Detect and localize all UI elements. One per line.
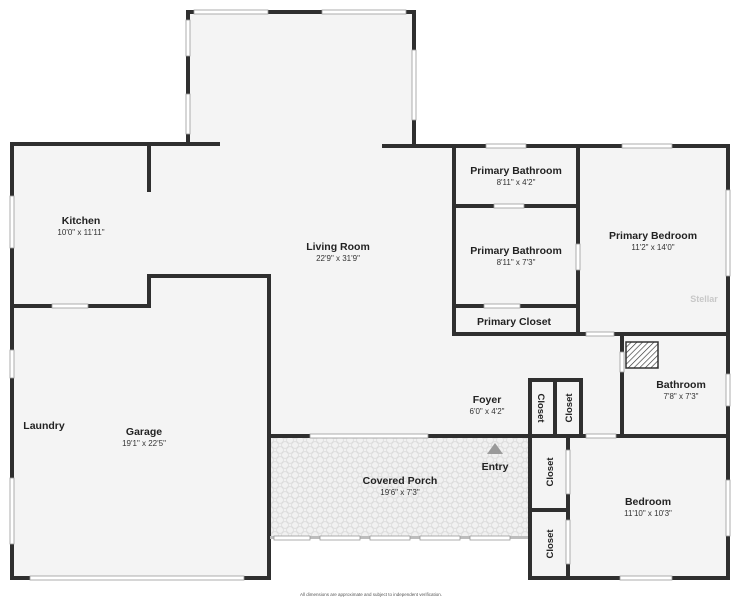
window bbox=[273, 535, 311, 541]
doorway bbox=[575, 243, 581, 271]
covered-porch-name: Covered Porch bbox=[363, 475, 438, 487]
window bbox=[725, 479, 731, 537]
dimensions-disclaimer: All dimensions are approximate and subje… bbox=[300, 592, 442, 597]
doorway bbox=[585, 331, 615, 337]
window bbox=[319, 535, 361, 541]
kitchen-name: Kitchen bbox=[62, 215, 101, 227]
kitchen-dim: 10'0" x 11'11" bbox=[57, 228, 104, 237]
window bbox=[9, 195, 15, 249]
windows bbox=[9, 9, 731, 581]
bathroom-name: Bathroom bbox=[656, 379, 706, 391]
bedroom-dim: 11'10" x 10'3" bbox=[624, 509, 672, 518]
primary-bathroom-1-name: Primary Bathroom bbox=[470, 165, 562, 177]
window bbox=[369, 535, 411, 541]
window bbox=[193, 9, 269, 15]
window bbox=[621, 143, 673, 149]
bedroom-name: Bedroom bbox=[625, 496, 671, 508]
doorway bbox=[483, 303, 521, 309]
foyer-name: Foyer bbox=[473, 394, 502, 406]
window bbox=[9, 349, 15, 379]
covered-porch-dim: 19'6" x 7'3" bbox=[380, 488, 420, 497]
bathroom-dim: 7'8" x 7'3" bbox=[664, 392, 699, 401]
primary-bathroom-1-dim: 8'11" x 4'2" bbox=[497, 178, 536, 187]
entry-arrow-icon bbox=[487, 443, 503, 454]
window bbox=[29, 575, 245, 581]
primary-bedroom-dim: 11'2" x 14'0" bbox=[631, 243, 674, 252]
foyer-dim: 6'0" x 4'2" bbox=[470, 407, 505, 416]
covered-porch-floor bbox=[270, 436, 528, 538]
window bbox=[321, 9, 407, 15]
primary-bedroom-name: Primary Bedroom bbox=[609, 230, 697, 242]
closet-foyer-left-label: Closet bbox=[535, 393, 546, 423]
watermark-logo: Stellar bbox=[690, 294, 718, 304]
closet-bedroom-bottom-label: Closet bbox=[545, 529, 556, 559]
doorway bbox=[585, 433, 617, 439]
doorway bbox=[565, 449, 571, 495]
window bbox=[185, 19, 191, 57]
doorway bbox=[565, 519, 571, 565]
doorway bbox=[493, 203, 525, 209]
window bbox=[485, 143, 527, 149]
window bbox=[185, 93, 191, 135]
living-room-name: Living Room bbox=[306, 241, 370, 253]
primary-closet-name: Primary Closet bbox=[477, 316, 552, 328]
primary-bathroom-2-name: Primary Bathroom bbox=[470, 245, 562, 257]
shower-fixture bbox=[625, 341, 659, 369]
window bbox=[469, 535, 511, 541]
closet-foyer-right-label: Closet bbox=[564, 393, 575, 423]
window bbox=[419, 535, 461, 541]
primary-bathroom-2-dim: 8'11" x 7'3" bbox=[497, 258, 536, 267]
window bbox=[725, 189, 731, 277]
laundry-name: Laundry bbox=[23, 420, 65, 432]
window bbox=[9, 477, 15, 545]
window bbox=[411, 49, 417, 121]
living-room-dim: 22'9" x 31'9" bbox=[316, 254, 360, 263]
floor-areas bbox=[12, 12, 728, 578]
garage-name: Garage bbox=[126, 426, 162, 438]
window bbox=[309, 433, 429, 439]
doorway bbox=[619, 351, 625, 373]
window bbox=[619, 575, 673, 581]
closet-bedroom-top-label: Closet bbox=[545, 457, 556, 487]
doorway bbox=[51, 303, 89, 309]
window bbox=[725, 373, 731, 407]
entry-name: Entry bbox=[482, 461, 509, 473]
room-labels: Kitchen 10'0" x 11'11" Living Room 22'9"… bbox=[23, 165, 706, 559]
garage-dim: 19'1" x 22'5" bbox=[122, 439, 166, 448]
